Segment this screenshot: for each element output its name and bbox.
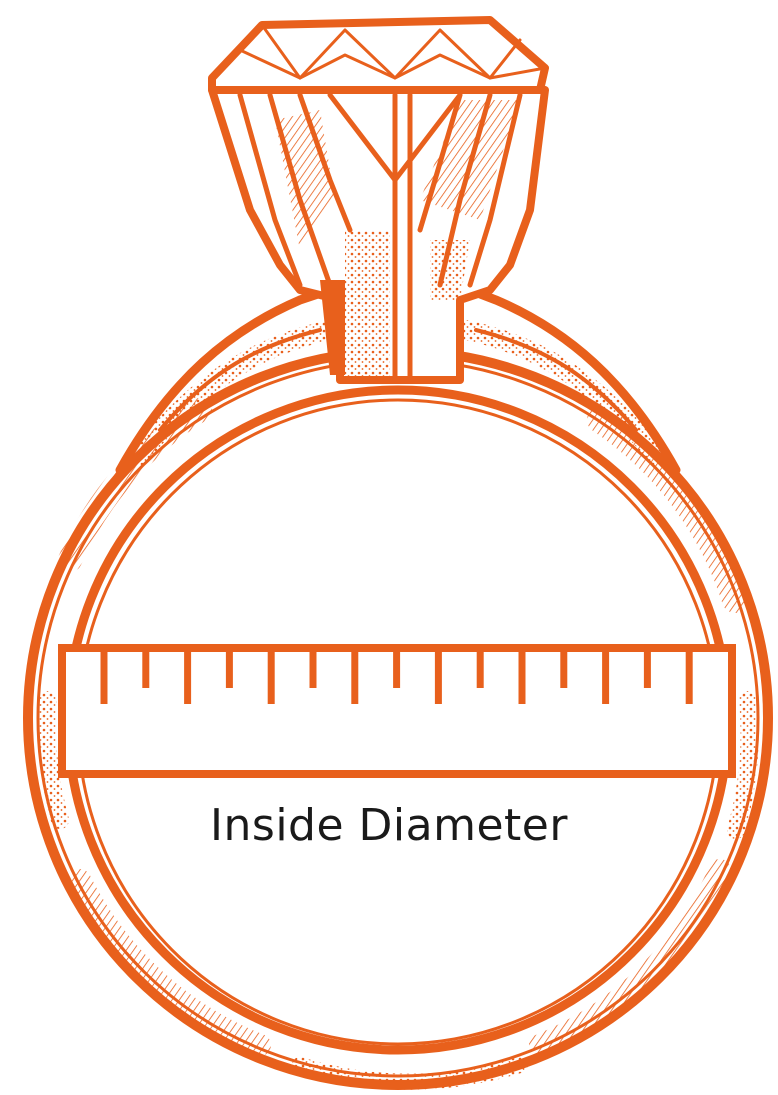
ruler-icon bbox=[62, 648, 732, 774]
inside-diameter-label: Inside Diameter bbox=[0, 800, 778, 851]
diamond-gem-icon bbox=[212, 20, 545, 380]
